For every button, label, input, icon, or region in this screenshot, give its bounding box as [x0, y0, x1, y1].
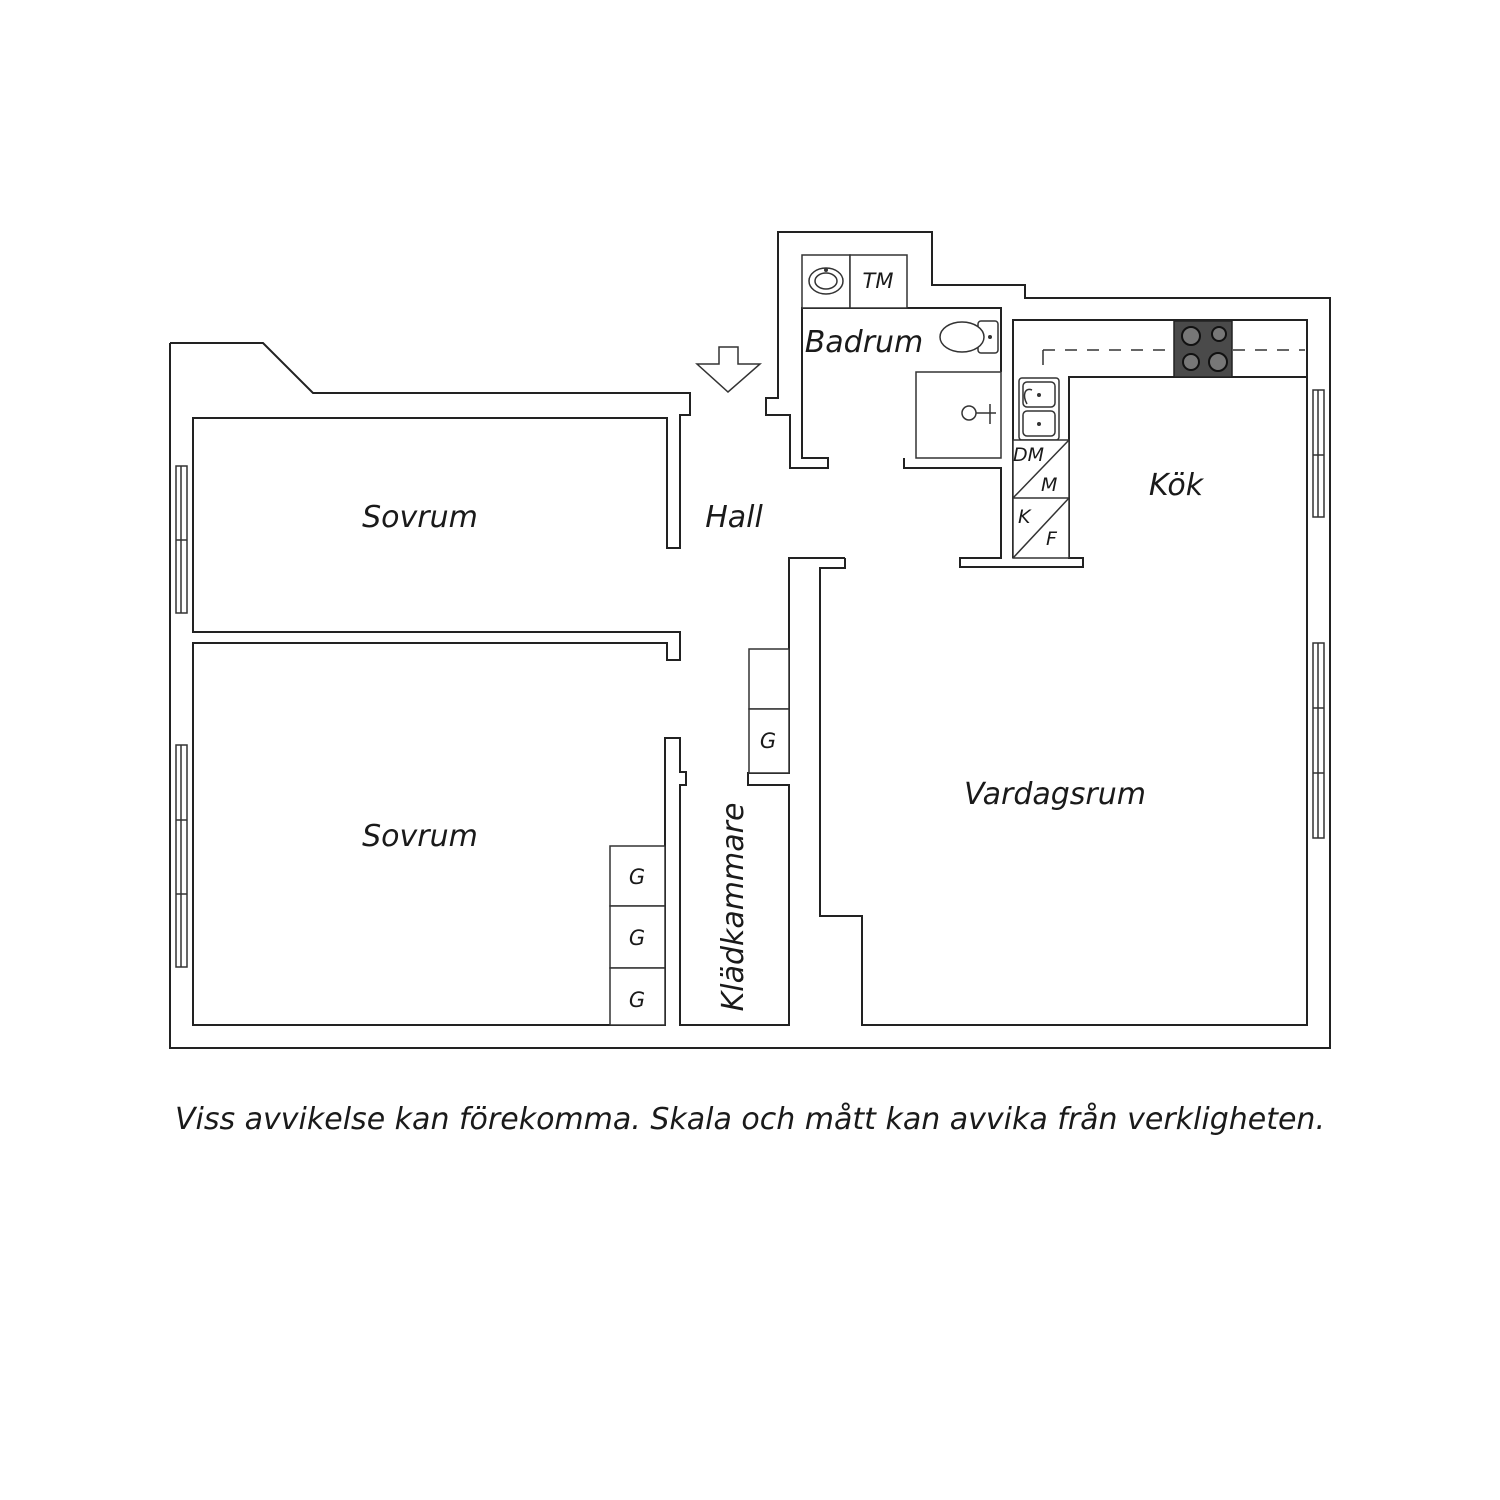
- wardrobe-bedroom-label-3: G: [629, 988, 645, 1012]
- room-label-bedroom-top: Sovrum: [362, 500, 478, 535]
- wardrobe-hall: G: [748, 648, 790, 774]
- shower-icon: [961, 404, 996, 424]
- room-label-hall: Hall: [705, 500, 763, 535]
- disclaimer-text: Viss avvikelse kan förekomma. Skala och …: [175, 1102, 1325, 1137]
- stove-icon: [1173, 320, 1233, 378]
- outer-wall: [169, 231, 1331, 1049]
- bathroom-sink: [801, 254, 851, 309]
- washing-machine: TM: [849, 254, 908, 309]
- room-label-closet: Klädkammare: [716, 803, 751, 1012]
- appliance-column: DM M K F: [1012, 439, 1070, 559]
- kitchen-sink-icon: [1018, 377, 1060, 441]
- washing-machine-label: TM: [863, 269, 894, 293]
- room-label-living-room: Vardagsrum: [964, 777, 1146, 812]
- room-label-bedroom-bottom: Sovrum: [362, 819, 478, 854]
- microwave-label: M: [1041, 474, 1057, 496]
- windows: [175, 389, 1325, 968]
- wardrobe-hall-label: G: [760, 729, 776, 753]
- dishwasher-label: DM: [1013, 444, 1044, 466]
- wardrobe-bedroom: G G G: [609, 845, 666, 1026]
- freezer-label: F: [1046, 528, 1058, 550]
- bathroom-walls: [903, 319, 1308, 568]
- room-label-kitchen: Kök: [1149, 468, 1205, 503]
- wardrobe-bedroom-label-2: G: [629, 926, 645, 950]
- entrance-arrow-icon: [695, 346, 762, 394]
- wardrobe-bedroom-label-1: G: [629, 865, 645, 889]
- room-label-bathroom: Badrum: [805, 325, 924, 360]
- toilet-icon: [939, 320, 999, 354]
- kitchen-counter-dashes: [1042, 349, 1305, 365]
- living-room-walls: [819, 377, 1308, 1026]
- fridge-label: K: [1018, 506, 1032, 528]
